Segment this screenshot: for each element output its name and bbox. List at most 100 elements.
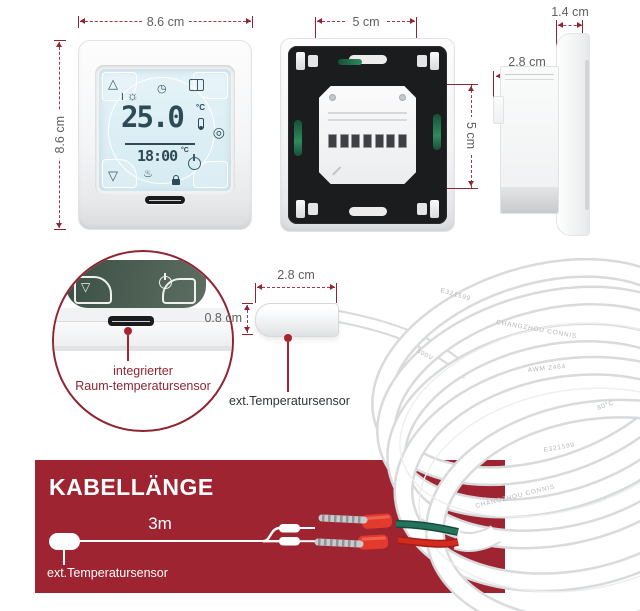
leader-line (447, 188, 478, 190)
body-strip (54, 322, 232, 346)
mount-clip (430, 52, 439, 70)
dim-extension (493, 71, 495, 111)
temperature-unit: °C (196, 103, 205, 112)
module-line (505, 79, 554, 81)
up-arrow-icon: △ (108, 76, 118, 91)
mount-clip (296, 200, 305, 218)
dim-line (257, 287, 335, 288)
dim-arrow-right (246, 18, 251, 24)
cable-pictogram-line (80, 540, 265, 543)
terminal (362, 134, 372, 148)
display-off-area: ▽ (66, 260, 206, 308)
inset-caption: integrierter Raum-temperatursensor (54, 364, 232, 394)
front-height-label: 8.6 cm (53, 111, 67, 159)
thermostat-back-view (280, 38, 455, 232)
inset-caption-line1: integrierter (113, 364, 173, 378)
callout-dot (124, 327, 132, 335)
dim-extension (416, 17, 418, 49)
body-groove (54, 346, 232, 351)
mount-clip (308, 203, 318, 215)
dim-arrow-right (330, 284, 335, 290)
lcd-circle-outline (108, 77, 215, 184)
terminal-ridges (328, 112, 407, 126)
terminal (351, 134, 361, 148)
top-slot (349, 55, 387, 64)
thermostat-front-view: △ ▽ ◎ I ☼ ◷ 25.0 °C (78, 40, 252, 230)
time-value: 18:00 (137, 147, 178, 165)
room-sensor-inset: ▽ integrierter Raum-temperatursensor (52, 250, 234, 432)
sensor-length-label: 2.8 cm (277, 268, 315, 282)
dim-line (247, 305, 248, 333)
module-shadow (501, 187, 558, 213)
dim-extension (315, 17, 317, 49)
banner-caption: ext.Temperatursensor (47, 566, 168, 580)
temperature-value: 25.0 (121, 100, 185, 134)
dim-line (558, 25, 582, 26)
front-width-label: 8.6 cm (141, 15, 190, 29)
program-dial-icon: ◎ (212, 124, 225, 140)
terminal (339, 134, 349, 148)
room-sensor-slot (145, 196, 185, 204)
mount-clip (417, 203, 427, 215)
dim-arrow-left (496, 73, 501, 79)
pictogram-leader (63, 550, 65, 565)
menu-book-icon (189, 79, 204, 91)
dim-arrow-left (257, 284, 262, 290)
dim-tick (54, 228, 66, 230)
screw (399, 94, 406, 101)
coiled-cable-photo: E321599 CHANGZHOU CONNIS 300V AWM 2464 8… (314, 257, 640, 611)
power-icon (188, 154, 201, 170)
lcd-divider (125, 143, 195, 145)
touch-power-button (188, 154, 228, 188)
callout-dot (284, 334, 292, 342)
terminal (374, 134, 384, 148)
screen-frame: △ ▽ ◎ I ☼ ◷ 25.0 °C (95, 65, 235, 195)
mount-clip (417, 55, 427, 67)
down-arrow-icon: ▽ (108, 168, 118, 183)
dim-arrow-left (317, 18, 322, 24)
screw (329, 94, 336, 101)
ext-sensor-caption: ext.Temperatursensor (229, 394, 350, 408)
mount-clip (308, 55, 318, 67)
top-green-slot (338, 59, 362, 65)
callout-line (127, 335, 129, 361)
dim-arrow-right (577, 22, 582, 28)
side-back-depth-label: 2.8 cm (508, 55, 546, 69)
mode-indicator: I ☼ (121, 88, 138, 103)
sensor-diameter-label: 0.8 cm (204, 311, 242, 325)
dim-extension (336, 283, 338, 303)
down-button-outline: ▽ (74, 276, 112, 304)
back-width-label: 5 cm (347, 15, 385, 29)
terminal-row (328, 134, 407, 150)
inset-caption-line2: Raum-temperatursensor (75, 379, 211, 393)
dim-arrow-down (468, 181, 474, 186)
connector-pictogram (263, 524, 315, 546)
right-green-slot (433, 114, 441, 150)
cable-print: AWM 2464 (527, 363, 566, 374)
ferrule (357, 534, 389, 550)
flame-icon: ♨ (143, 168, 153, 180)
front-height-dimension: 8.6 cm (53, 40, 67, 230)
banner-title: KABELLÄNGE (49, 474, 214, 500)
dim-arrow-right (410, 18, 415, 24)
dim-arrow-down (56, 223, 62, 228)
terminal (386, 134, 396, 148)
ferrule (361, 513, 393, 529)
dim-arrow-up (56, 42, 62, 47)
dim-extension (242, 303, 253, 305)
bottom-slot (349, 207, 387, 216)
back-width-dimension: 5 cm (315, 15, 417, 29)
dim-arrow-left (80, 18, 85, 24)
lock-icon (172, 175, 181, 185)
thermostat-side-back-module (500, 66, 559, 214)
dim-extension (255, 283, 257, 303)
room-sensor-slot-zoom (108, 316, 154, 326)
clock-icon: ◷ (157, 83, 167, 95)
power-icon (159, 273, 172, 289)
dim-tick (78, 16, 80, 28)
power-button-outline (159, 273, 196, 304)
dim-arrow-up (244, 305, 250, 310)
dim-tick (251, 16, 253, 28)
mold-mark (332, 166, 341, 176)
